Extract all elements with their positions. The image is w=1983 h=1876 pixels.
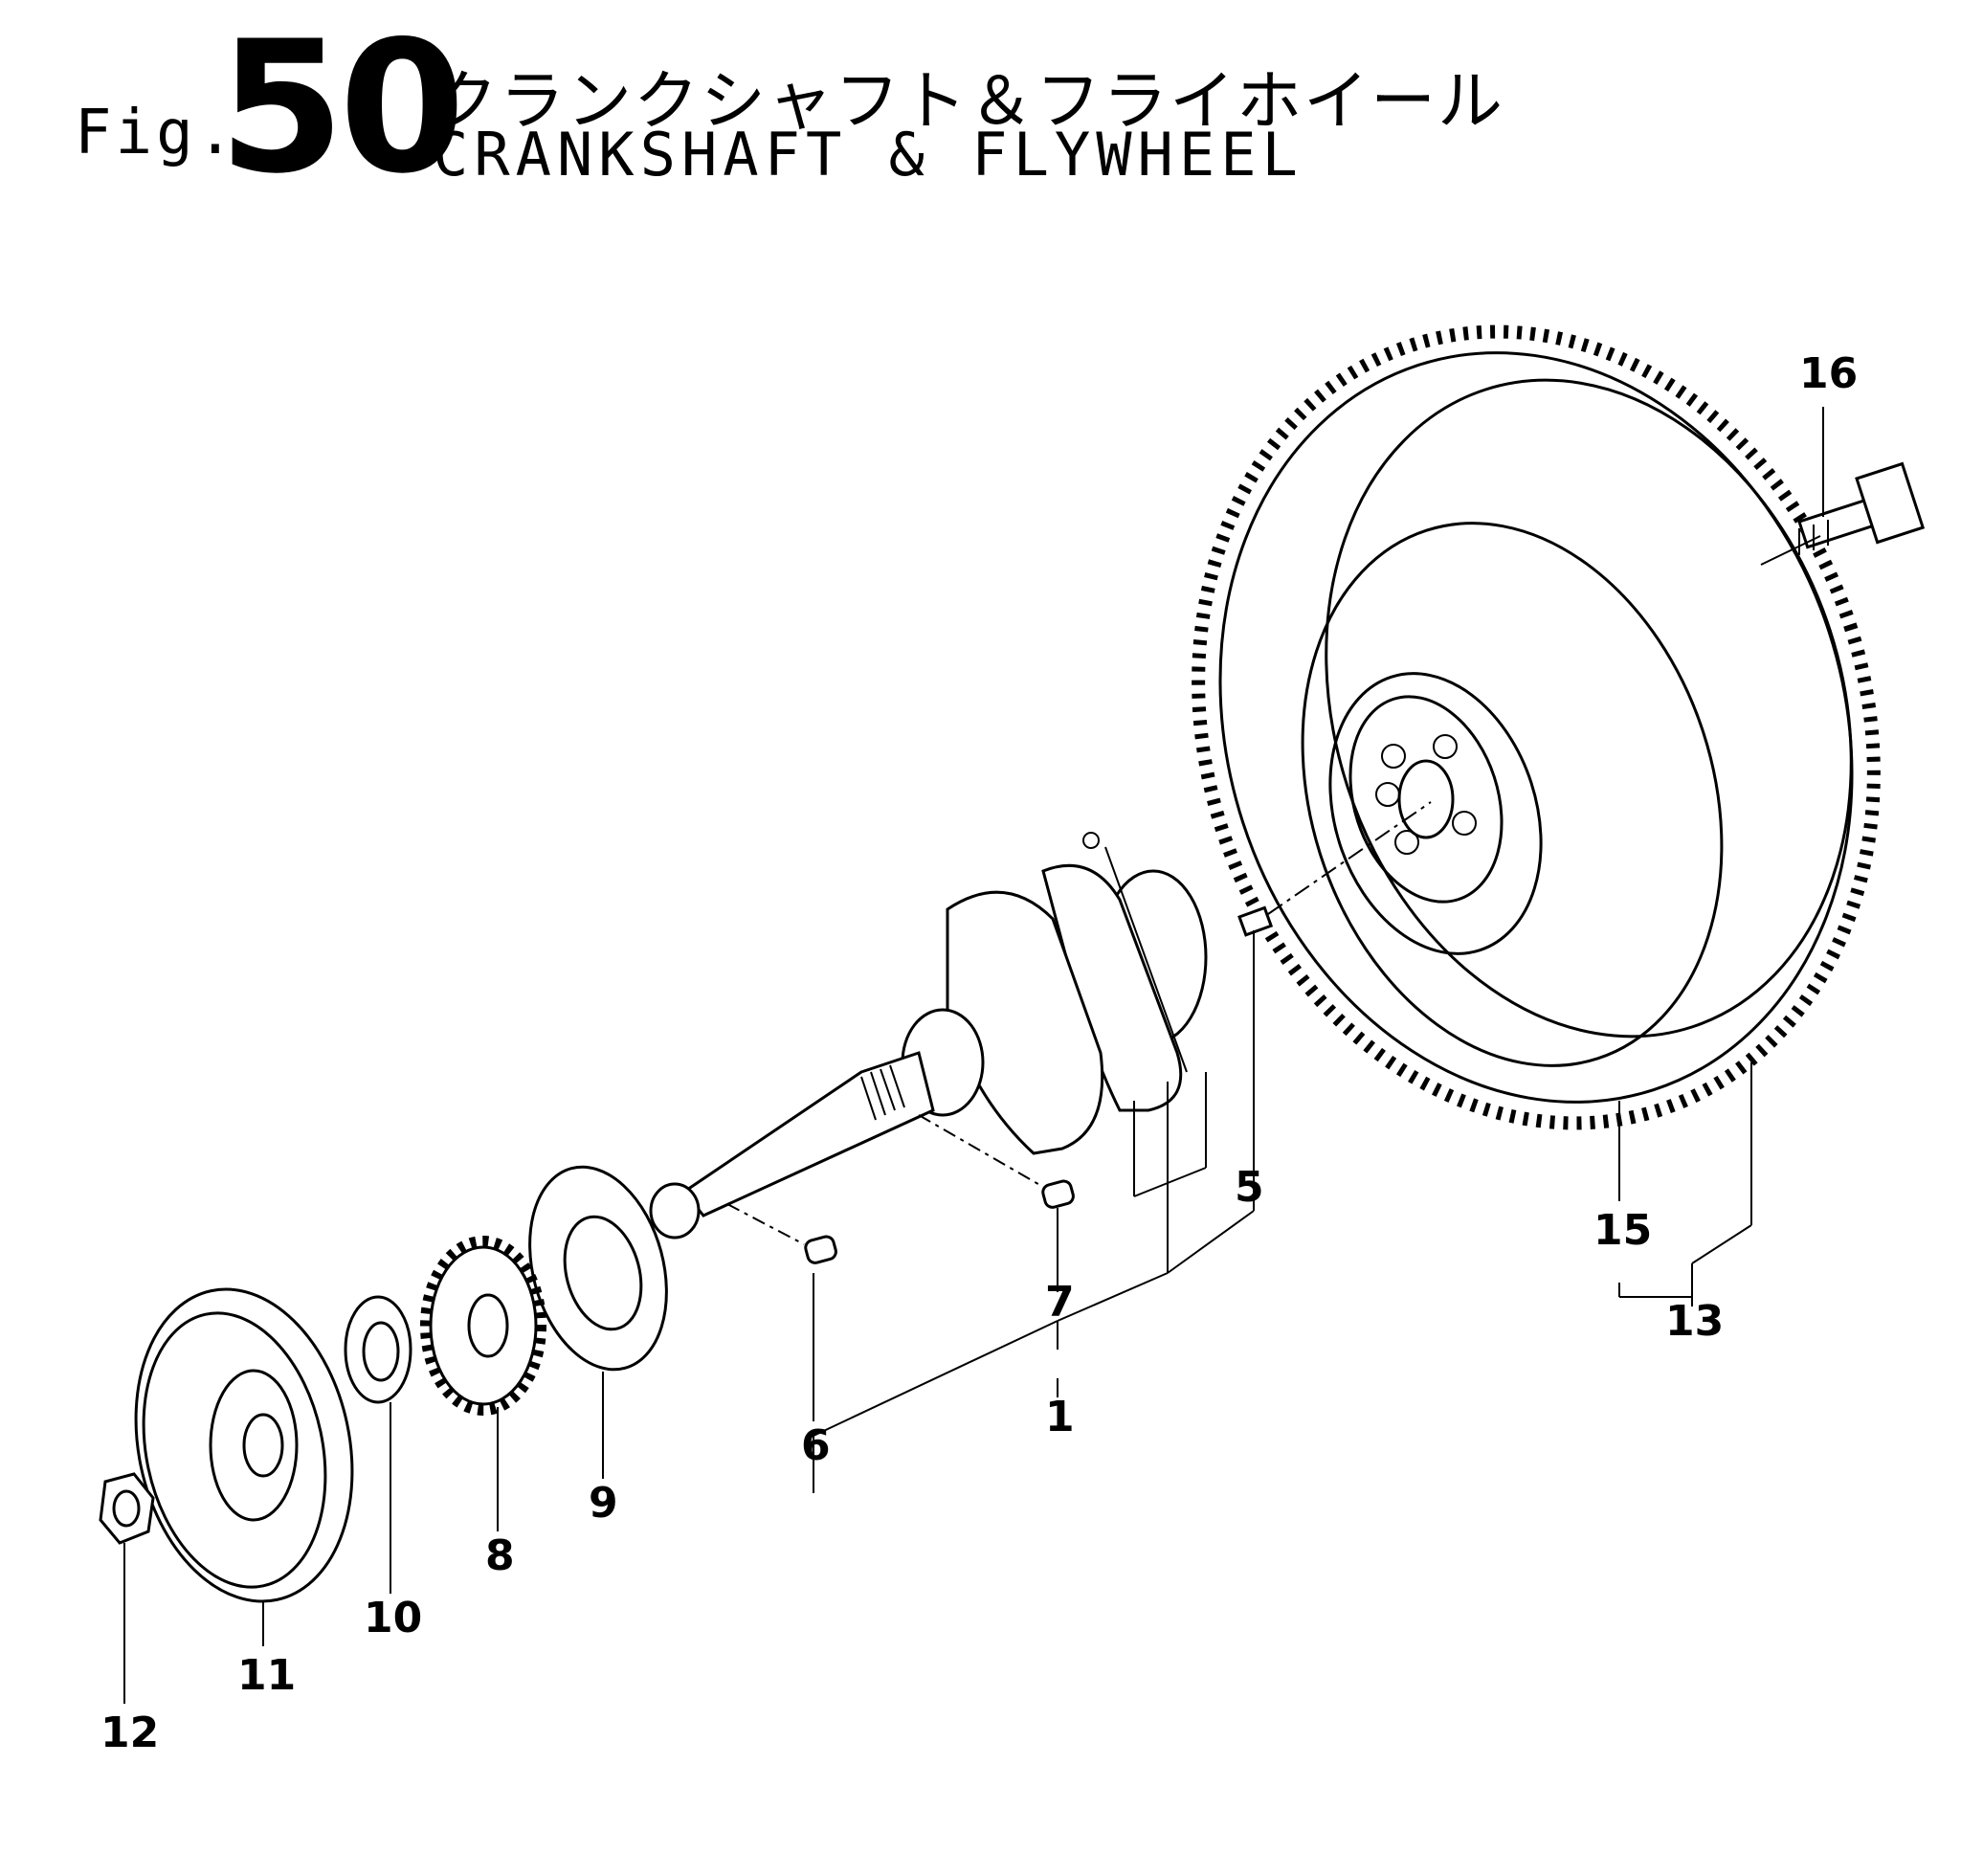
callout-9: 9 bbox=[589, 1479, 618, 1528]
flywheel-face-outer bbox=[1325, 378, 1853, 1038]
nut-bore bbox=[362, 1321, 400, 1382]
fig-prefix: Fig. bbox=[75, 98, 238, 168]
flywheel-hub-outer bbox=[1328, 672, 1543, 955]
pulley-nut[interactable] bbox=[99, 1472, 155, 1545]
flywheel-bolt-hole bbox=[1375, 782, 1400, 807]
flywheel[interactable] bbox=[1098, 243, 1974, 1212]
key-rear-axis-line bbox=[918, 1114, 1044, 1188]
gear-teeth bbox=[420, 1236, 546, 1416]
crankshaft-nut[interactable] bbox=[344, 1295, 412, 1404]
crank-front-shaft bbox=[681, 1051, 935, 1217]
callout-8: 8 bbox=[485, 1531, 515, 1580]
flywheel-hub-inner bbox=[1348, 695, 1504, 904]
pulley-nut-bore bbox=[112, 1489, 141, 1528]
callout-16: 16 bbox=[1799, 349, 1858, 398]
title-japanese: クランクシャフト＆フライホイール bbox=[433, 64, 1505, 140]
callout-5: 5 bbox=[1235, 1163, 1264, 1212]
dowel-pin[interactable] bbox=[1237, 905, 1274, 937]
nut-body bbox=[344, 1295, 412, 1404]
ring-gear-teeth bbox=[1192, 324, 1881, 1130]
callout-6: 6 bbox=[801, 1421, 831, 1470]
callout-15: 15 bbox=[1593, 1206, 1652, 1255]
crankshaft-pulley[interactable] bbox=[108, 1269, 380, 1622]
pulley-groove bbox=[142, 1311, 327, 1589]
flywheel-bolt-hole bbox=[1452, 811, 1477, 836]
title-english: CRANKSHAFT & FLYWHEEL bbox=[433, 120, 1303, 190]
crank-threaded-section bbox=[860, 1064, 905, 1121]
key-front-axis-line bbox=[726, 1203, 805, 1245]
flywheel-axis-line bbox=[1267, 801, 1432, 915]
callout-10: 10 bbox=[364, 1594, 422, 1642]
flywheel-bolt-hole bbox=[1381, 744, 1406, 769]
figure-header: Fig. 50 クランクシャフト＆フライホイール CRANKSHAFT & FL… bbox=[0, 0, 1983, 220]
flywheel-bolt-hole bbox=[1433, 734, 1458, 759]
gear-body bbox=[429, 1245, 538, 1406]
callout-11: 11 bbox=[237, 1651, 296, 1700]
gear-bore bbox=[467, 1293, 509, 1358]
crankshaft-gear[interactable] bbox=[420, 1236, 546, 1416]
flywheel-bolt[interactable] bbox=[1797, 461, 1926, 555]
key-rear[interactable] bbox=[1041, 1179, 1075, 1209]
pulley-hub bbox=[209, 1369, 299, 1522]
bolt-head bbox=[1855, 461, 1926, 545]
pulley-nut-hex bbox=[99, 1472, 155, 1545]
pulley-bore bbox=[242, 1413, 284, 1478]
callout-7: 7 bbox=[1045, 1278, 1075, 1327]
washer-inner bbox=[563, 1215, 643, 1331]
callout-13: 13 bbox=[1665, 1297, 1724, 1346]
crank-nose bbox=[649, 1182, 701, 1240]
crankshaft[interactable] bbox=[649, 832, 1208, 1240]
fig-number: 50 bbox=[218, 2, 465, 213]
thrust-washer[interactable] bbox=[508, 1151, 687, 1385]
callout-1: 1 bbox=[1045, 1393, 1075, 1441]
flywheel-bolt-hole bbox=[1394, 830, 1419, 855]
key-front[interactable] bbox=[804, 1235, 837, 1264]
crank-oil-hole bbox=[1082, 832, 1100, 849]
callout-12: 12 bbox=[100, 1708, 159, 1757]
leader-lines bbox=[123, 407, 1824, 1704]
flywheel-face-inner bbox=[1301, 522, 1724, 1067]
dowel-pin-body bbox=[1237, 905, 1274, 937]
